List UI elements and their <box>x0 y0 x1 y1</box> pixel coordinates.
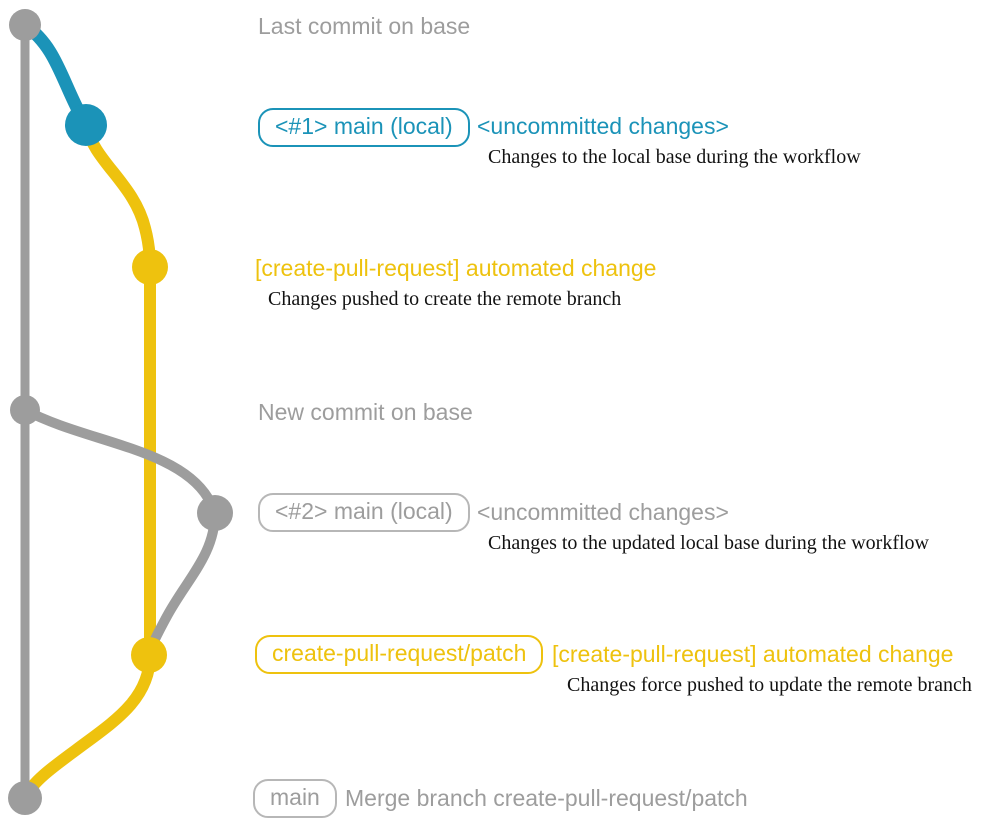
uncommitted-changes-2-label: <uncommitted changes> <box>477 499 729 525</box>
commit-merge <box>8 781 42 815</box>
automated-change-1-description: Changes pushed to create the remote bran… <box>268 288 622 310</box>
commit-last-on-base <box>9 9 41 41</box>
automated-change-2-description: Changes force pushed to update the remot… <box>567 674 972 696</box>
merge-branch-label: Merge branch create-pull-request/patch <box>345 785 748 811</box>
create-pull-request-patch-badge: create-pull-request/patch <box>255 635 544 675</box>
commit-cpr-2 <box>131 637 167 673</box>
main-local-2-badge: <#2> main (local) <box>258 493 470 533</box>
commit-new-on-base <box>10 395 40 425</box>
git-graph <box>8 9 233 815</box>
automated-change-2-title: [create-pull-request] automated change <box>552 641 954 667</box>
commit-cpr-1 <box>132 249 168 285</box>
new-commit-on-base-label: New commit on base <box>258 399 473 425</box>
uncommitted-changes-2-description: Changes to the updated local base during… <box>488 532 929 554</box>
automated-change-1-title: [create-pull-request] automated change <box>255 255 657 281</box>
last-commit-on-base-label: Last commit on base <box>258 13 471 39</box>
commit-main-local-2 <box>197 495 233 531</box>
uncommitted-changes-1-description: Changes to the local base during the wor… <box>488 146 861 168</box>
main-badge: main <box>253 779 337 819</box>
updated-local-main-branch-line <box>20 405 221 660</box>
main-local-1-badge: <#1> main (local) <box>258 108 470 148</box>
create-pull-request-branch-line <box>20 119 156 802</box>
uncommitted-changes-1-label: <uncommitted changes> <box>477 113 729 139</box>
commit-main-local-1 <box>65 104 107 146</box>
